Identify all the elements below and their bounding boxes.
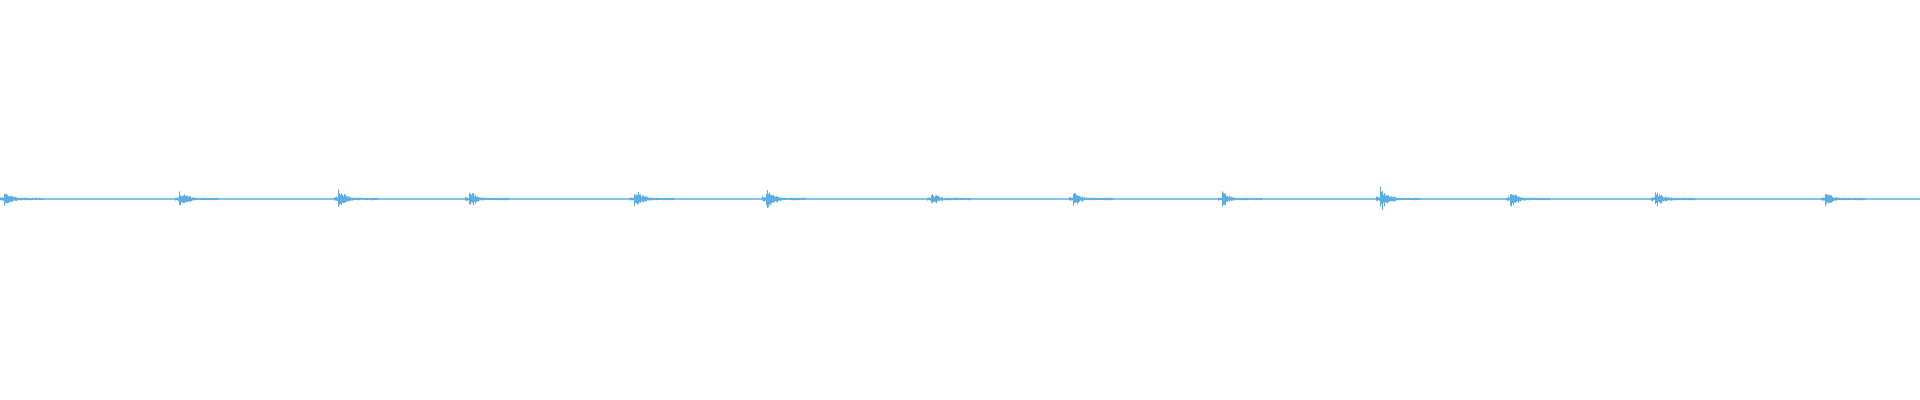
waveform-burst bbox=[334, 189, 378, 207]
waveform-bursts bbox=[0, 186, 1865, 210]
waveform-burst bbox=[630, 192, 674, 207]
waveform-burst bbox=[1376, 186, 1420, 210]
waveform-burst bbox=[465, 192, 509, 206]
waveform-burst bbox=[762, 189, 806, 208]
waveform-burst bbox=[1651, 192, 1695, 207]
waveform-burst bbox=[1218, 191, 1262, 207]
waveform-burst bbox=[927, 194, 971, 204]
waveform-burst bbox=[1506, 194, 1550, 207]
waveform-burst bbox=[175, 191, 219, 206]
waveform-burst bbox=[1821, 194, 1865, 207]
waveform-burst bbox=[1069, 192, 1113, 206]
waveform-burst bbox=[0, 193, 44, 206]
